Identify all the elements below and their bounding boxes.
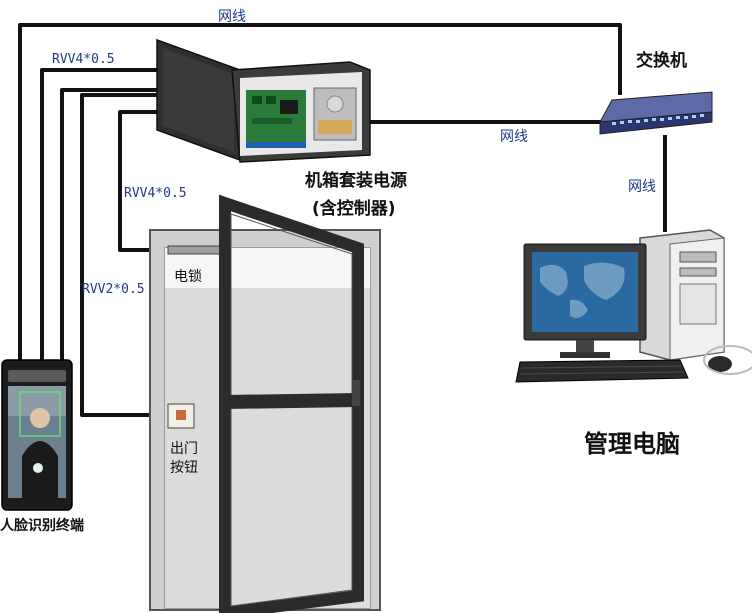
label-power-box: 机箱套装电源 xyxy=(305,171,407,191)
rvv-cable-exit xyxy=(80,93,165,417)
label-electric-lock: 电锁 xyxy=(174,269,202,285)
label-power-box-sub: (含控制器) xyxy=(312,199,396,219)
label-exit-button-1: 出门 xyxy=(170,441,198,457)
rvv-cable-box-2 xyxy=(60,88,160,360)
label-net-top: 网线 xyxy=(218,9,246,25)
label-rvv-exit: RVV2*0.5 xyxy=(82,282,145,297)
door-mid-rail xyxy=(224,393,359,409)
label-management-pc: 管理电脑 xyxy=(584,430,680,458)
pc-screen xyxy=(532,252,638,332)
label-rvv-top: RVV4*0.5 xyxy=(52,52,115,67)
label-face-terminal: 人脸识别终端 xyxy=(0,518,84,534)
door-leaf xyxy=(219,194,364,613)
label-exit-button-2: 按钮 xyxy=(170,460,198,476)
electric-lock xyxy=(167,245,224,255)
desktop-computer-icon xyxy=(515,229,752,383)
label-net-right: 网线 xyxy=(628,179,656,195)
net-cable-top xyxy=(18,23,622,360)
power-box xyxy=(156,38,371,163)
door-handle xyxy=(352,380,360,406)
label-rvv-lock: RVV4*0.5 xyxy=(124,186,187,201)
pc-keyboard xyxy=(515,359,689,383)
door-assembly xyxy=(149,194,381,613)
face-recognition-terminal-icon xyxy=(1,359,73,511)
rvv-cable-lock xyxy=(118,110,168,252)
rvv-cable-top xyxy=(40,68,160,360)
wires xyxy=(18,23,667,417)
label-switch: 交换机 xyxy=(636,51,687,71)
label-net-middle: 网线 xyxy=(500,129,528,145)
pc-mouse xyxy=(708,356,732,372)
network-switch-icon xyxy=(599,91,713,135)
